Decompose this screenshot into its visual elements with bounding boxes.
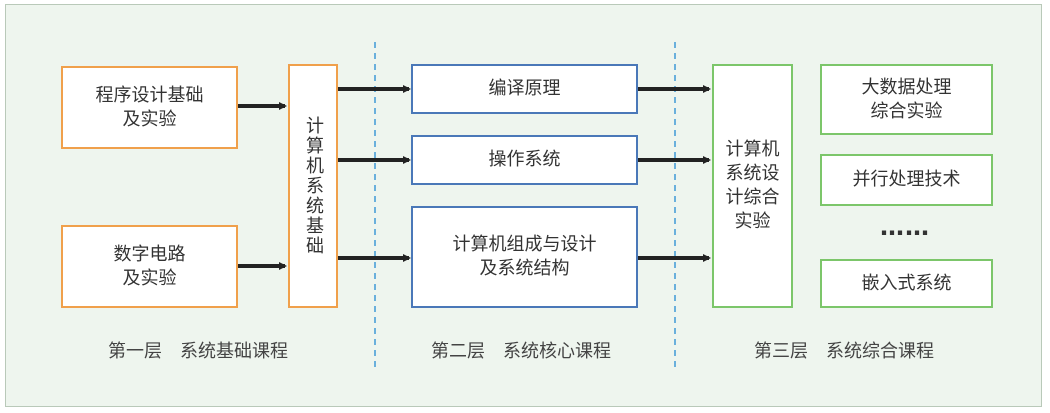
program-design-box: 程序设计基础 及实验 <box>61 66 238 149</box>
computer-system-foundation-label: 计算机系统基础 <box>303 116 324 256</box>
organization-box: 计算机组成与设计 及系统结构 <box>411 206 638 308</box>
ellipsis: …… <box>880 213 930 241</box>
embedded-box: 嵌入式系统 <box>820 259 993 308</box>
embedded-label: 嵌入式系统 <box>861 272 952 294</box>
digital-circuit-box: 数字电路 及实验 <box>61 225 238 308</box>
parallel-label: 并行处理技术 <box>852 169 961 190</box>
os-label: 操作系统 <box>488 149 561 170</box>
program-design-label: 程序设计基础 及实验 <box>95 84 204 130</box>
digital-circuit-label: 数字电路 及实验 <box>113 243 186 289</box>
bigdata-box: 大数据处理 综合实验 <box>820 64 993 135</box>
os-box: 操作系统 <box>411 135 638 185</box>
organization-label: 计算机组成与设计 及系统结构 <box>452 234 597 279</box>
compiler-label: 编译原理 <box>488 78 561 99</box>
parallel-box: 并行处理技术 <box>820 154 993 206</box>
comprehensive-experiment-label: 计算机 系统设 计综合 实验 <box>725 139 780 232</box>
compiler-box: 编译原理 <box>411 64 638 114</box>
layer3-caption: 第三层 系统综合课程 <box>754 341 934 362</box>
computer-system-foundation-box: 计算机系统基础 <box>288 64 338 308</box>
layer2-caption: 第二层 系统核心课程 <box>431 341 611 362</box>
bigdata-label: 大数据处理 综合实验 <box>861 76 952 122</box>
comprehensive-experiment-box: 计算机 系统设 计综合 实验 <box>712 64 793 308</box>
layer1-caption: 第一层 系统基础课程 <box>108 341 288 362</box>
